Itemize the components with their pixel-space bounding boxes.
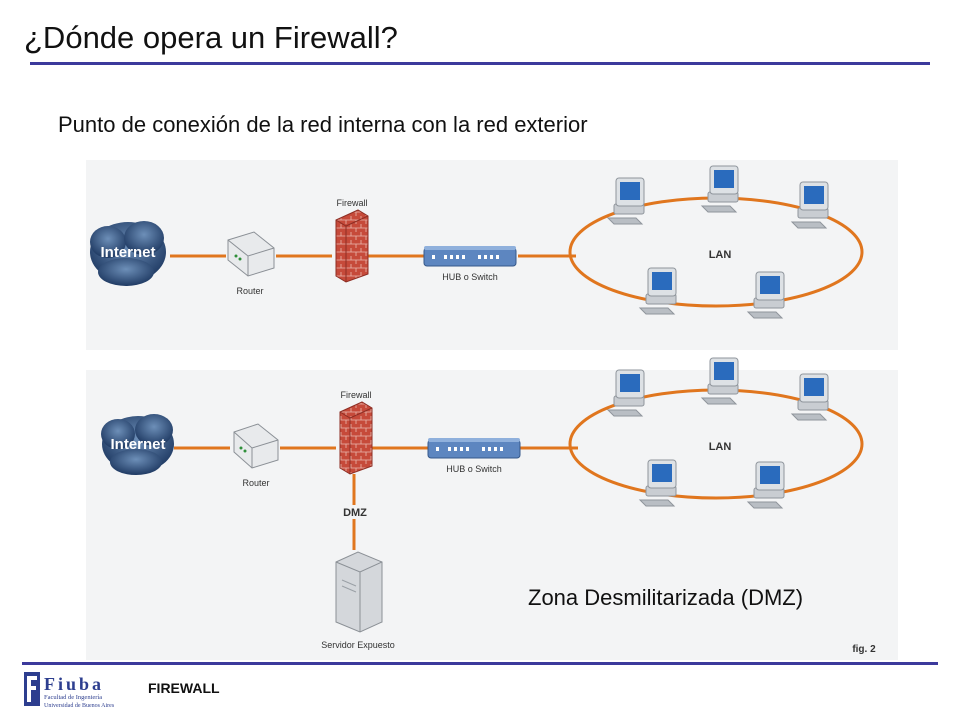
firewall-icon [335,209,369,283]
lan-label: LAN [709,249,732,261]
subtitle: Punto de conexión de la red interna con … [58,112,588,137]
router-label: Router [242,478,269,488]
server-label: Servidor Expuesto [321,640,395,650]
logo-sub2: Universidad de Buenos Aires [44,703,115,709]
internet-label: Internet [110,436,165,453]
internet-cloud-icon: Internet [101,414,174,475]
router-icon [233,423,279,469]
hub-label: HUB o Switch [442,272,498,282]
router-icon [227,231,275,277]
footer-divider [22,662,938,665]
server-icon [335,551,383,633]
hub-switch-icon [427,438,521,459]
fiuba-logo: Fiuba Facultad de Ingeniería Universidad… [24,672,115,709]
bottom-network: Internet Router Firewall [101,357,864,650]
router-label: Router [236,286,263,296]
firewall-icon [339,401,373,475]
figure-label: fig. 2 [852,644,876,655]
logo-sub1: Facultad de Ingeniería [44,694,102,701]
footer-label: FIREWALL [148,680,220,696]
network-diagram: Internet Router Firewall [86,160,898,660]
internet-cloud-icon: Internet [90,221,166,286]
top-network: Internet Router Firewall [90,165,864,319]
firewall-label: Firewall [336,198,367,208]
title-divider [30,62,930,65]
internet-label: Internet [100,244,155,261]
lan-label: LAN [709,441,732,453]
hub-label: HUB o Switch [446,464,502,474]
dmz-caption: Zona Desmilitarizada (DMZ) [528,585,804,610]
firewall-label: Firewall [340,390,371,400]
page-title: ¿Dónde opera un Firewall? [24,20,398,55]
dmz-label-text: DMZ [343,507,367,519]
hub-switch-icon [423,246,517,267]
logo-text: Fiuba [44,674,104,694]
